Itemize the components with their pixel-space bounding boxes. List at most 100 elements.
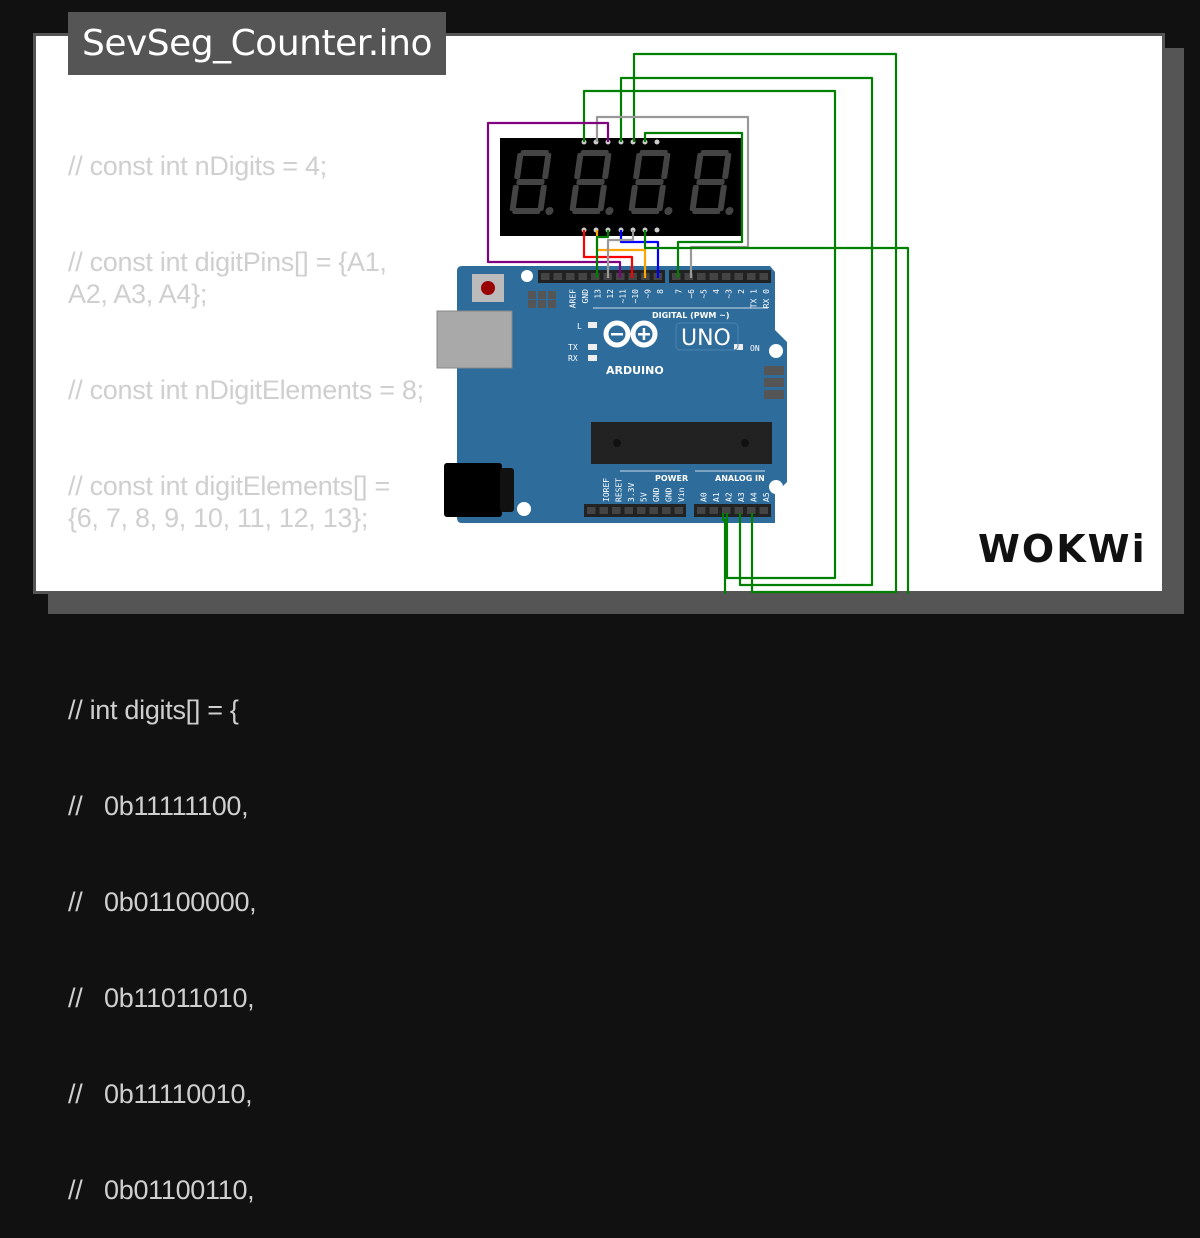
icsp-pin-pair: [764, 390, 784, 399]
header-pin[interactable]: [697, 273, 706, 280]
header-pin[interactable]: [553, 273, 563, 280]
code-line: [68, 598, 426, 630]
blue-wire[interactable]: [619, 230, 660, 278]
header-pin[interactable]: [722, 507, 731, 514]
analog-label: ANALOG IN: [715, 474, 765, 483]
segment: [628, 185, 638, 211]
mount-hole: [769, 480, 783, 494]
pin-label: A4: [749, 492, 758, 502]
header-pin[interactable]: [734, 273, 744, 280]
display-pin[interactable]: [654, 139, 660, 145]
pin-label: 12: [606, 289, 615, 299]
wokwi-logo: WOKWi: [978, 527, 1147, 571]
wokwi-logo-text: WOKWi: [978, 527, 1147, 571]
header-pin[interactable]: [587, 507, 596, 514]
header-pin[interactable]: [697, 507, 706, 514]
segment: [520, 150, 549, 156]
header-strip: [694, 504, 771, 517]
header-pin[interactable]: [734, 507, 744, 514]
header-pin[interactable]: [709, 273, 719, 280]
gray-wire[interactable]: [606, 230, 635, 278]
segment: [569, 185, 579, 211]
header-pin[interactable]: [684, 273, 694, 280]
icsp-pin-pair: [764, 378, 784, 387]
header-pin[interactable]: [672, 273, 681, 280]
pin-label: A0: [699, 492, 708, 502]
header-pin[interactable]: [599, 507, 609, 514]
display-digit: [689, 150, 734, 215]
code-line: // 0b11110010,: [68, 1079, 253, 1109]
header-strip: [669, 270, 771, 283]
pin-label: 3.3V: [627, 483, 636, 502]
green-wire[interactable]: [595, 230, 610, 278]
icsp-pin-pair: [764, 366, 784, 375]
header-pin[interactable]: [612, 507, 621, 514]
header-pin[interactable]: [709, 507, 719, 514]
icsp-pin: [548, 291, 556, 299]
header-pin[interactable]: [541, 273, 550, 280]
header-pin[interactable]: [747, 507, 756, 514]
power-label: POWER: [655, 474, 688, 483]
wires[interactable]: [486, 52, 910, 594]
segment: [696, 179, 725, 185]
segment: [572, 208, 601, 214]
code-line: // int digits[] = {: [68, 695, 239, 725]
header-pin[interactable]: [637, 507, 646, 514]
header-pin[interactable]: [649, 507, 659, 514]
segment: [602, 153, 612, 179]
header-pin[interactable]: [578, 273, 588, 280]
pin-label: A1: [712, 492, 721, 502]
seven-segment-display[interactable]: [500, 138, 742, 236]
segment: [580, 150, 609, 156]
segment: [576, 179, 605, 185]
code-line: // const int digitElements[] = {6, 7, 8,…: [68, 471, 398, 533]
green-wire[interactable]: [643, 230, 910, 594]
header-pin[interactable]: [674, 507, 684, 514]
header-pin[interactable]: [566, 273, 575, 280]
header-strip: [584, 504, 686, 517]
green-wire[interactable]: [721, 513, 727, 594]
green-wire[interactable]: [619, 76, 874, 587]
header-pin[interactable]: [591, 273, 600, 280]
segment: [689, 185, 699, 211]
header-pin[interactable]: [747, 273, 756, 280]
segment: [656, 185, 666, 211]
icsp-pin: [538, 300, 546, 308]
mount-hole: [769, 344, 783, 358]
segment: [661, 153, 671, 179]
segment: [574, 153, 584, 179]
purple-wire[interactable]: [486, 121, 622, 278]
display-pin[interactable]: [654, 227, 660, 233]
header-pin[interactable]: [662, 507, 671, 514]
pin-label: TX 1: [749, 289, 758, 308]
segment: [692, 208, 721, 214]
display-digits: [509, 150, 734, 215]
icsp-header-2: [764, 366, 784, 399]
power-jack-rim: [500, 468, 514, 512]
header-pin[interactable]: [722, 273, 731, 280]
gray-wire[interactable]: [595, 115, 750, 278]
pin-label: ~5: [699, 289, 708, 299]
header-pin[interactable]: [624, 507, 634, 514]
header-pin[interactable]: [759, 507, 769, 514]
segment: [512, 208, 541, 214]
segment: [700, 150, 729, 156]
pin-label: ~9: [643, 289, 652, 299]
board-model: UNO: [681, 326, 731, 351]
green-wire[interactable]: [582, 89, 837, 580]
pin-label: IOREF: [602, 478, 611, 502]
display-digit: [509, 150, 554, 215]
header-pin[interactable]: [759, 273, 769, 280]
green-wire[interactable]: [632, 52, 898, 594]
decimal-point: [725, 207, 734, 215]
file-tab-title[interactable]: SevSeg_Counter.ino: [68, 12, 446, 75]
led-l: [588, 322, 597, 328]
board-brand: ARDUINO: [606, 364, 664, 377]
pin-label: A3: [737, 492, 746, 502]
segment: [639, 150, 668, 156]
reset-button[interactable]: [481, 281, 495, 295]
code-line: // 0b11011010,: [68, 983, 255, 1013]
